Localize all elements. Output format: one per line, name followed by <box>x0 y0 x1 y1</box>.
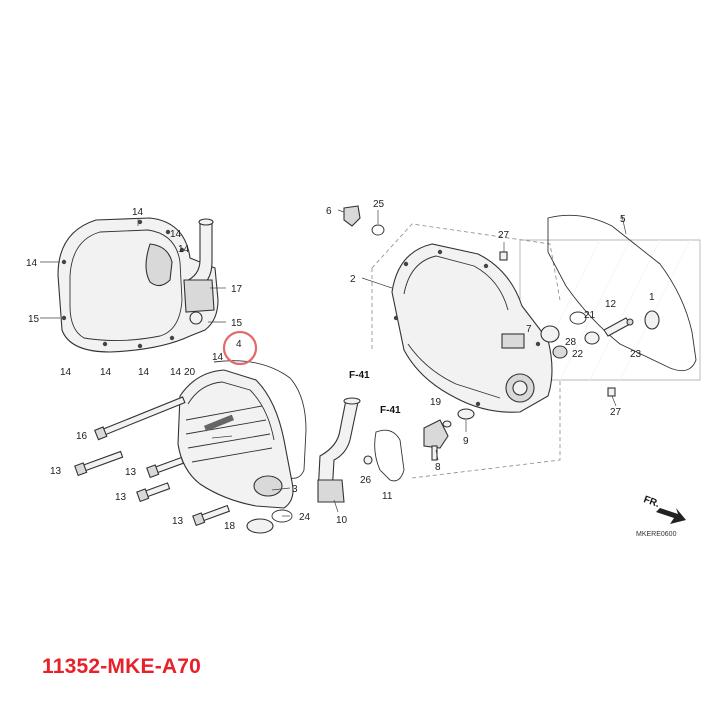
callout-24: 24 <box>299 512 311 523</box>
callout-13: 13 <box>50 466 62 477</box>
callout-8: 8 <box>435 462 441 473</box>
callout-11: 11 <box>382 491 393 502</box>
callout-14: 14 <box>60 367 72 378</box>
part-number: 11352-MKE-A70 <box>42 655 202 678</box>
callout-13: 13 <box>115 492 127 503</box>
callout-27: 27 <box>498 230 510 241</box>
reference-f41: F-41 <box>380 405 401 416</box>
callout-12: 12 <box>605 299 617 310</box>
callout-17: 17 <box>231 284 243 295</box>
callout-23: 23 <box>630 349 642 360</box>
water-pipe-10 <box>317 397 373 503</box>
callout-14: 14 <box>170 367 182 378</box>
front-direction-arrow: FR. <box>642 494 686 524</box>
callout-13: 13 <box>172 516 184 527</box>
callout-14: 14 <box>138 367 150 378</box>
callout-16: 16 <box>76 431 88 442</box>
clutch-cover-lower <box>177 369 294 509</box>
gasket-4 <box>213 360 307 479</box>
reference-f41: F-41 <box>349 370 370 381</box>
gasket-11 <box>374 429 405 482</box>
callout-14: 14 <box>26 258 38 269</box>
callout-labels: 14 14 14 14 15 17 15 14 14 14 14 20 14 4… <box>26 199 655 532</box>
callout-20: 20 <box>184 367 196 378</box>
callout-15: 15 <box>28 314 40 325</box>
callout-26: 26 <box>360 475 372 486</box>
callout-15: 15 <box>231 318 243 329</box>
crankcase-cover-right <box>371 223 561 479</box>
leader-lines <box>40 209 627 517</box>
small-parts-top <box>343 205 616 397</box>
callout-28: 28 <box>565 337 577 348</box>
callout-2: 2 <box>350 274 356 285</box>
bolts-left <box>74 396 293 534</box>
callout-5: 5 <box>620 214 626 225</box>
clutch-cover-upper <box>57 217 219 353</box>
callout-13: 13 <box>125 467 137 478</box>
callout-14: 14 <box>170 229 182 240</box>
callout-10: 10 <box>336 515 348 526</box>
callout-3: 3 <box>292 484 298 495</box>
diagram-code: MKERE0600 <box>636 531 677 538</box>
small-parts-right <box>540 310 660 359</box>
highlight-ring <box>222 330 258 366</box>
callout-19: 19 <box>430 397 442 408</box>
front-label: FR. <box>642 494 661 510</box>
callout-14: 14 <box>178 244 190 255</box>
gasket-5 <box>547 214 697 372</box>
callout-25: 25 <box>373 199 385 210</box>
callout-22: 22 <box>572 349 584 360</box>
callout-4: 4 <box>236 339 242 350</box>
callout-7: 7 <box>526 324 532 335</box>
callout-1: 1 <box>649 292 655 303</box>
callout-14: 14 <box>132 207 144 218</box>
callout-18: 18 <box>224 521 236 532</box>
callout-27: 27 <box>610 407 622 418</box>
callout-14: 14 <box>100 367 112 378</box>
callout-21: 21 <box>584 310 596 321</box>
callout-9: 9 <box>463 436 469 447</box>
callout-6: 6 <box>326 206 332 217</box>
water-pump-parts <box>423 408 475 461</box>
callout-14: 14 <box>212 352 224 363</box>
